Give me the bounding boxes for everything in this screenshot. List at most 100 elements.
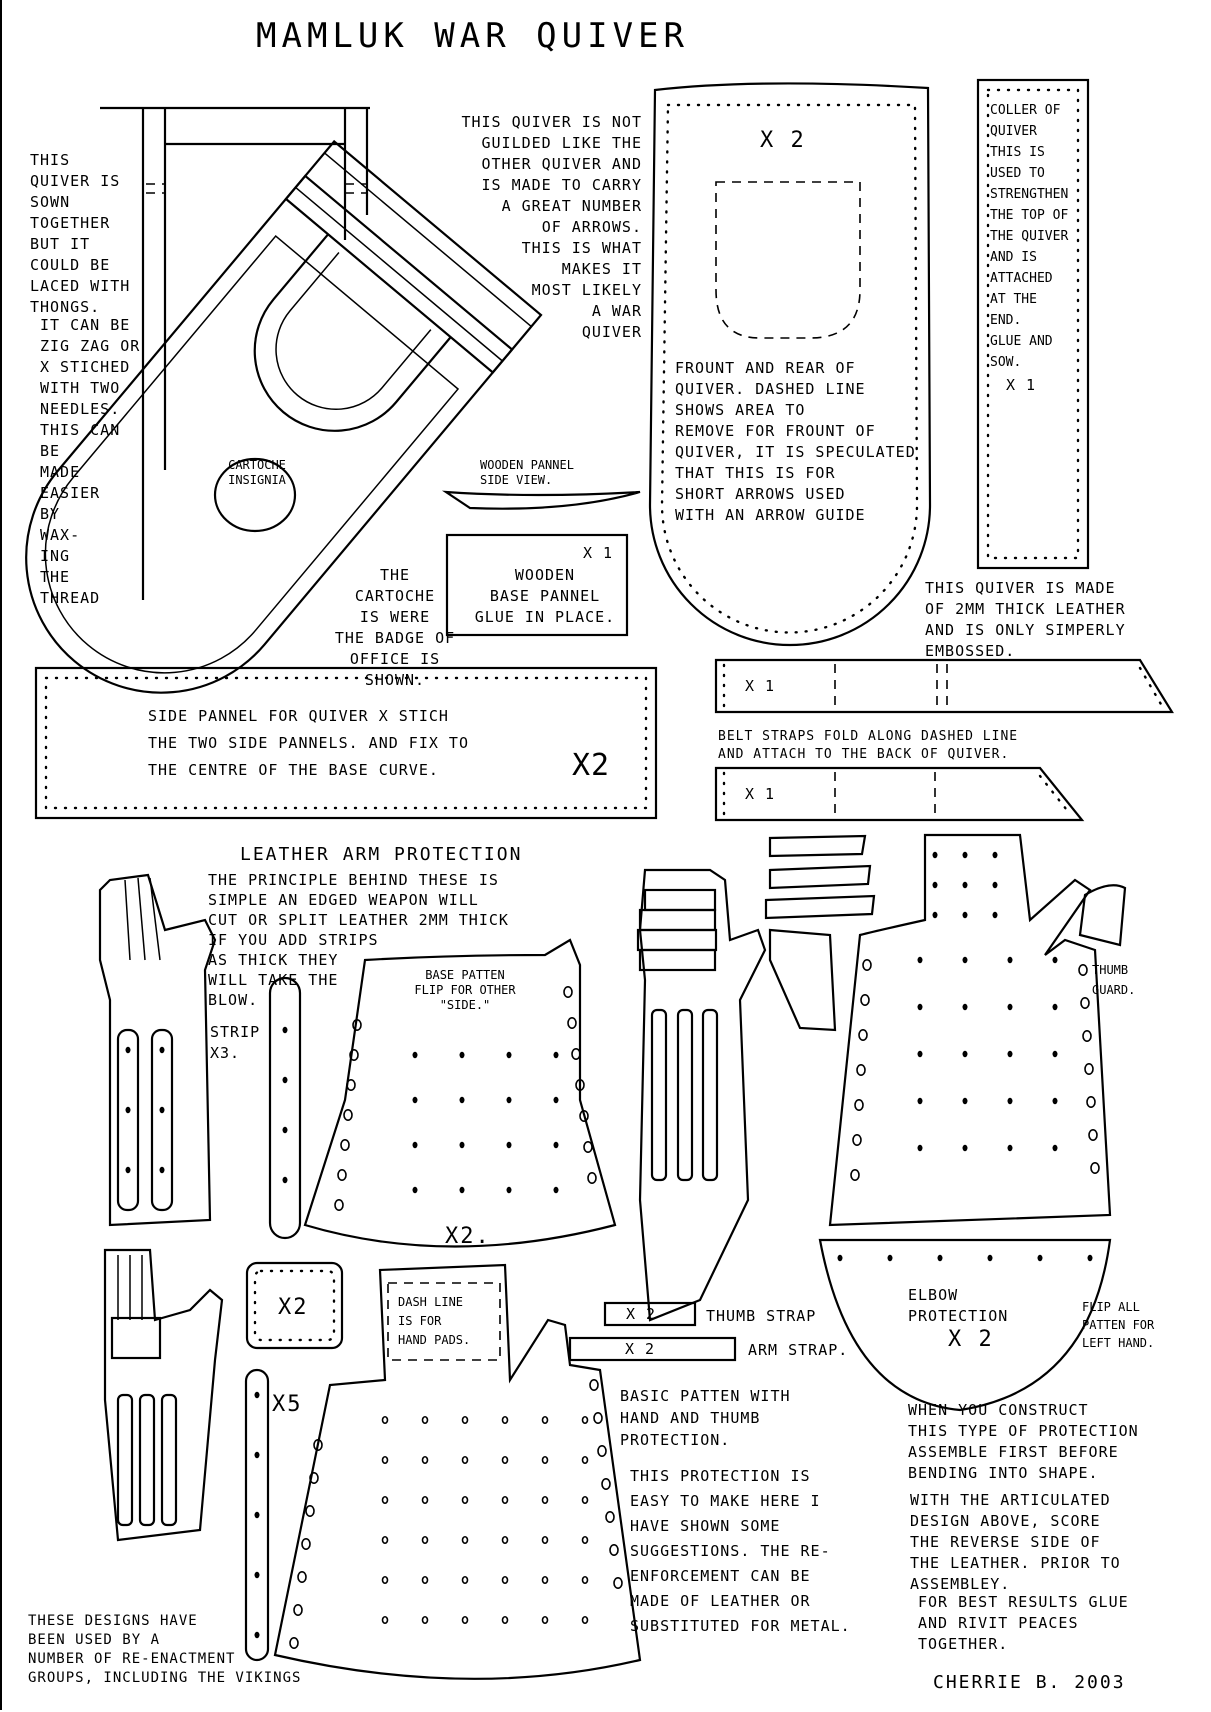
front-rear-note: FROUNT AND REAR OF QUIVER. DASHED LINE S… <box>675 359 916 524</box>
rivet-hole <box>412 1096 418 1104</box>
rivet-hole <box>917 1050 923 1058</box>
rivet-hole <box>854 1099 864 1112</box>
rivet-hole <box>937 1254 943 1262</box>
rivet-hole <box>346 1079 356 1092</box>
rivet-hole <box>421 1415 429 1425</box>
rivet-hole <box>541 1575 549 1585</box>
arm-strap-qty: x 2 <box>625 1340 656 1358</box>
side-panel-qty: x2 <box>572 748 611 783</box>
rivet-hole <box>459 1186 465 1194</box>
rivet-hole <box>340 1139 350 1152</box>
rivet-hole <box>421 1575 429 1585</box>
thumb-guard-label: THUMB GUARD. <box>1092 963 1136 997</box>
rivet-hole <box>461 1495 469 1505</box>
basic-pattern-note: BASIC PATTEN WITH HAND AND THUMB PROTECT… <box>620 1387 791 1449</box>
strip-long <box>244 1368 270 1662</box>
rivet-hole <box>1007 956 1013 964</box>
quiver-war-note: THIS QUIVER IS NOT GUILDED LIKE THE OTHE… <box>461 113 642 341</box>
rivet-hole <box>254 1391 260 1399</box>
rivet-hole <box>506 1186 512 1194</box>
rivet-hole <box>581 1415 589 1425</box>
rivet-hole <box>850 1169 860 1182</box>
rivet-hole <box>613 1577 623 1590</box>
rivet-hole <box>461 1615 469 1625</box>
rivet-hole <box>1087 1254 1093 1262</box>
rivet-hole <box>1086 1096 1096 1109</box>
rivet-hole <box>962 881 968 889</box>
rivet-hole <box>553 1186 559 1194</box>
rivet-hole <box>125 1106 131 1114</box>
rivet-hole <box>917 956 923 964</box>
leather-note: THIS QUIVER IS MADE OF 2MM THICK LEATHER… <box>925 579 1126 660</box>
rivet-hole <box>313 1439 323 1452</box>
rivet-hole <box>581 1575 589 1585</box>
rivet-hole <box>932 911 938 919</box>
belt-strap-qty-2: x 1 <box>745 785 776 803</box>
page-title: MAMLUK WAR QUIVER <box>256 16 689 56</box>
rivet-hole <box>597 1445 607 1458</box>
hand-pad-qty: x2 <box>278 1295 309 1320</box>
rivet-hole <box>254 1451 260 1459</box>
rivet-hole <box>571 1048 581 1061</box>
rivet-hole <box>1052 1097 1058 1105</box>
cartoche-note: THE CARTOCHE IS WERE THE BADGE OF OFFICE… <box>334 566 456 689</box>
belt-strap-1 <box>714 658 1174 714</box>
rivet-hole <box>887 1254 893 1262</box>
rivet-hole <box>305 1505 315 1518</box>
rivet-hole <box>1007 1003 1013 1011</box>
rivet-hole <box>583 1141 593 1154</box>
rivet-hole <box>593 1412 603 1425</box>
hand-pad <box>245 1261 344 1350</box>
rivet-hole <box>541 1535 549 1545</box>
rivet-hole <box>293 1604 303 1617</box>
rivet-hole <box>159 1166 165 1174</box>
basic-pattern <box>273 1263 642 1680</box>
cartoche-insignia <box>213 457 297 533</box>
quiver-front-rear-panel <box>648 82 932 647</box>
gauntlet-strip-sketch <box>98 873 217 1227</box>
rivet-hole <box>1082 1030 1092 1043</box>
rivet-hole <box>609 1544 619 1557</box>
rivet-hole <box>581 1495 589 1505</box>
base-panel-label: WOODEN BASE PANNEL GLUE IN PLACE. <box>474 566 616 626</box>
rivet-hole <box>337 1169 347 1182</box>
articulated-strips <box>764 834 876 1032</box>
thumb-strap <box>603 1301 697 1327</box>
rivet-hole <box>587 1172 597 1185</box>
rivet-hole <box>541 1495 549 1505</box>
rivet-hole <box>856 1064 866 1077</box>
rivet-hole <box>1078 963 1088 976</box>
rivet-hole <box>297 1571 307 1584</box>
rivet-hole <box>541 1415 549 1425</box>
rivet-hole <box>992 911 998 919</box>
rivet-hole <box>381 1495 389 1505</box>
rivet-hole <box>459 1096 465 1104</box>
rivet-hole <box>858 1029 868 1042</box>
rivet-hole <box>159 1106 165 1114</box>
base-pattern-qty: x2. <box>445 1224 491 1249</box>
rivet-hole <box>309 1472 319 1485</box>
rivet-hole <box>125 1166 131 1174</box>
rivet-hole <box>459 1051 465 1059</box>
thumb-guard <box>1078 884 1127 947</box>
rivet-hole <box>381 1455 389 1465</box>
elbow-qty: x 2 <box>948 1327 994 1352</box>
rivet-hole <box>334 1199 344 1212</box>
side-panel-note: SIDE PANNEL FOR QUIVER X STICH THE TWO S… <box>148 707 469 779</box>
articulated-gauntlet <box>636 868 767 1322</box>
rivet-hole <box>501 1615 509 1625</box>
belt-strap-qty-1: x 1 <box>745 677 776 695</box>
rivet-hole <box>862 958 872 971</box>
rivet-hole <box>421 1615 429 1625</box>
rivet-hole <box>962 1144 968 1152</box>
signature: CHERRIE B. 2003 <box>933 1672 1126 1693</box>
rivet-hole <box>506 1051 512 1059</box>
rivet-hole <box>159 1046 165 1054</box>
rivet-hole <box>932 881 938 889</box>
rivet-hole <box>601 1478 611 1491</box>
rivet-hole <box>1007 1050 1013 1058</box>
rivet-hole <box>553 1096 559 1104</box>
rivet-hole <box>1052 1003 1058 1011</box>
belt-strap-note: BELT STRAPS FOLD ALONG DASHED LINE AND A… <box>718 729 1019 762</box>
arm-title: LEATHER ARM PROTECTION <box>240 844 523 865</box>
